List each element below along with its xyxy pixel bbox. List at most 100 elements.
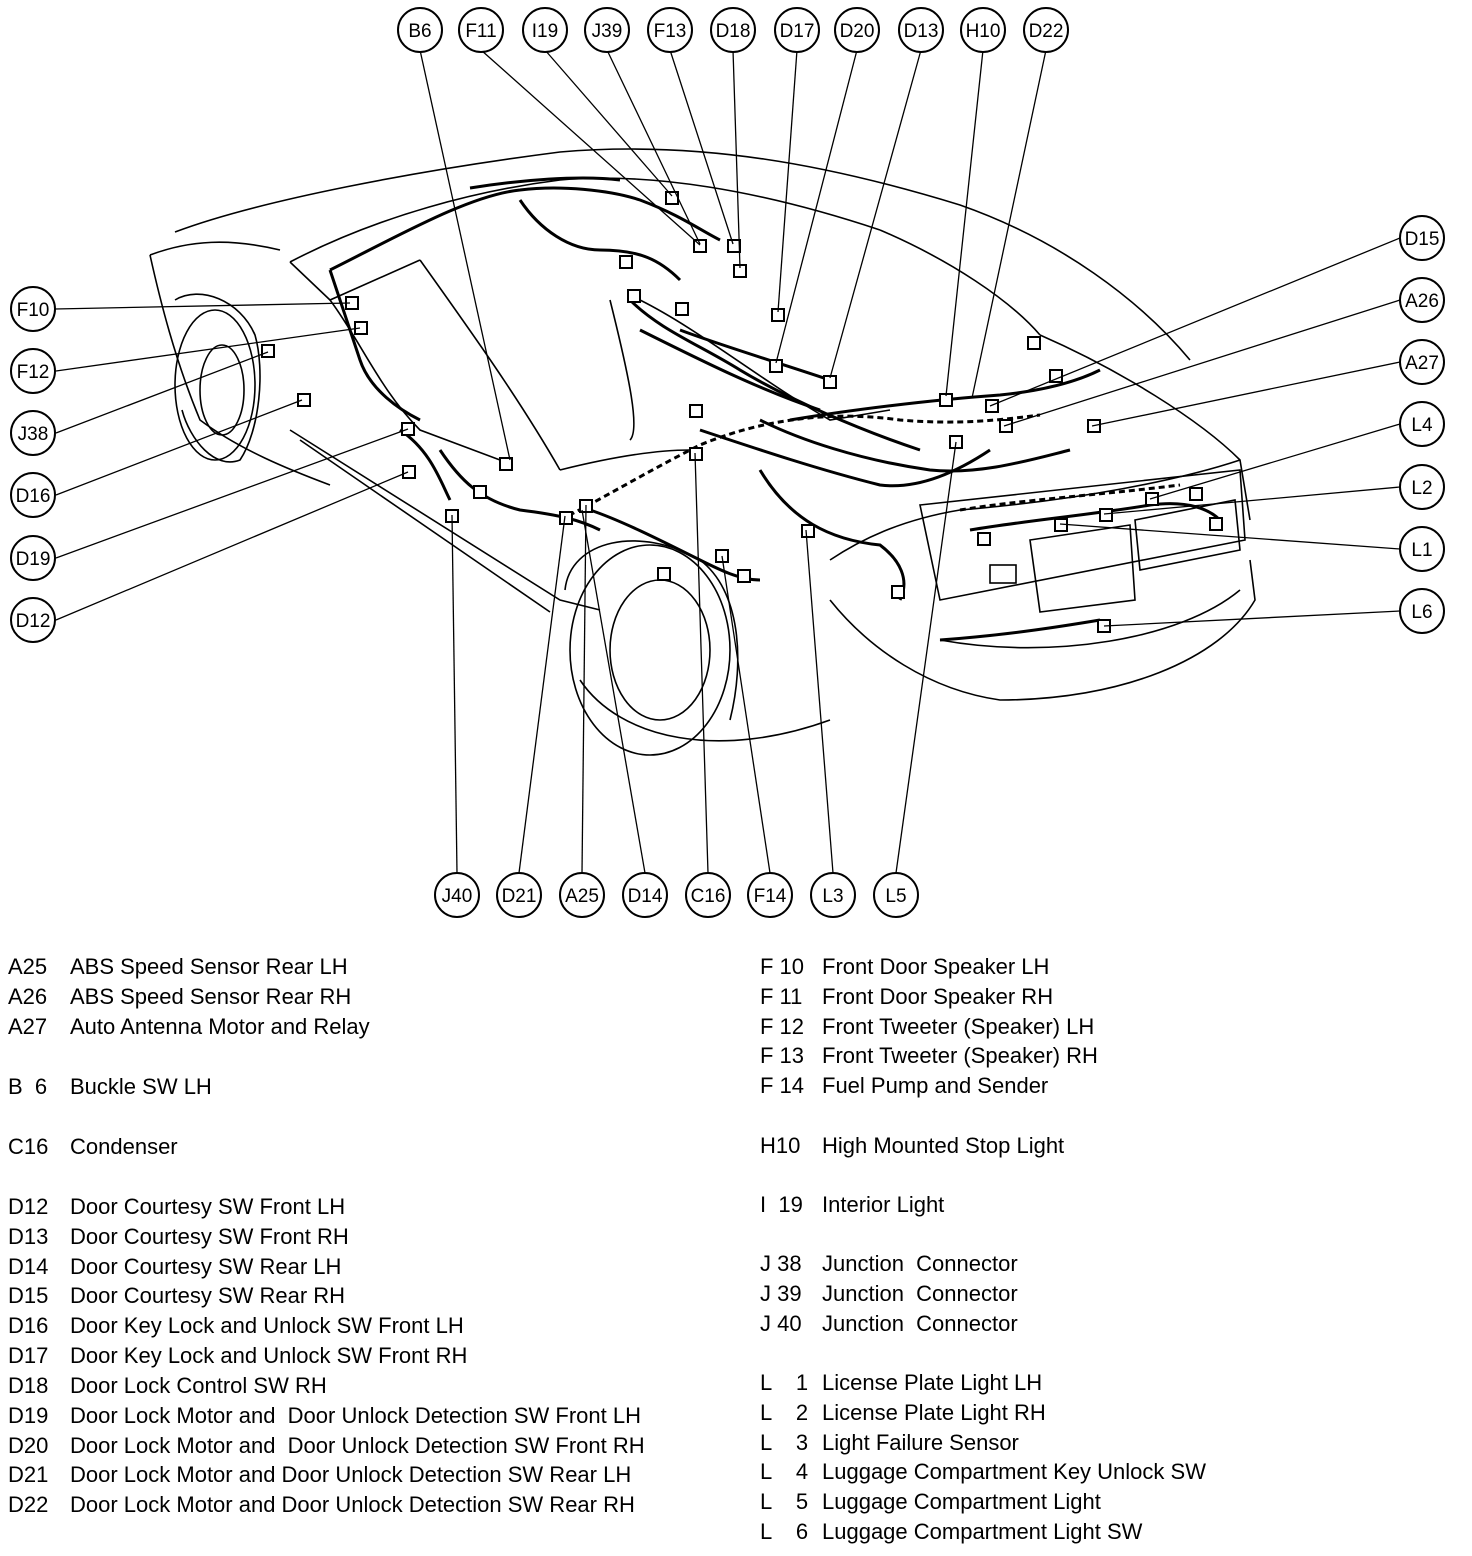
- legend-description: Door Key Lock and Unlock SW Front LH: [70, 1313, 464, 1338]
- callout-label-f11: F11: [465, 21, 496, 42]
- legend-description: Front Door Speaker RH: [822, 984, 1054, 1009]
- callout-label-d19: D19: [16, 549, 51, 570]
- legend-code: A25: [8, 954, 48, 979]
- callout-circle-i19: [522, 7, 568, 53]
- callout-circle-l5: [873, 872, 919, 918]
- callout-label-d12: D12: [16, 611, 51, 632]
- legend-description: Door Courtesy SW Front LH: [70, 1194, 346, 1219]
- callout-circle-f12: [10, 348, 56, 394]
- legend-code: L 3: [760, 1430, 809, 1455]
- legend-code: D12: [8, 1194, 49, 1219]
- legend-code: L 4: [760, 1459, 809, 1484]
- callout-label-h10: H10: [966, 21, 1001, 42]
- callout-circle-d17: [774, 7, 820, 53]
- wire-harness: [328, 176, 1222, 642]
- legend-description: License Plate Light LH: [822, 1370, 1043, 1395]
- callout-label-d16: D16: [16, 486, 51, 507]
- legend-right-column: F 10 Front Door Speaker LH F 11 Front Door …: [760, 952, 1460, 1552]
- callout-circle-a27: [1399, 339, 1445, 385]
- callout-label-f14: F14: [754, 886, 787, 907]
- legend-code: D20: [8, 1433, 49, 1458]
- legend-description: Door Lock Control SW RH: [70, 1373, 327, 1398]
- callout-circle-f13: [647, 7, 693, 53]
- callout-label-b6: B6: [408, 21, 431, 42]
- callout-label-f13: F13: [654, 21, 687, 42]
- legend-description: Junction Connector: [822, 1251, 1018, 1276]
- legend-description: Luggage Compartment Light: [822, 1489, 1101, 1514]
- callout-label-l3: L3: [822, 886, 843, 907]
- legend-code: L 1: [760, 1370, 809, 1395]
- legend-code: D19: [8, 1403, 49, 1428]
- legend-description: Junction Connector: [822, 1281, 1018, 1306]
- callout-label-i19: I19: [532, 21, 558, 42]
- leader-lines: [54, 49, 1401, 874]
- callout-label-l1: L1: [1411, 540, 1432, 561]
- callout-circle-d21: [496, 872, 542, 918]
- callout-circle-d15: [1399, 215, 1445, 261]
- legend-description: Door Lock Motor and Door Unlock Detectio…: [70, 1492, 635, 1517]
- legend-description: Door Courtesy SW Rear LH: [70, 1254, 342, 1279]
- legend-code: J 40: [760, 1311, 802, 1336]
- legend-code: D17: [8, 1343, 49, 1368]
- callout-circle-f14: [747, 872, 793, 918]
- callout-circle-a25: [559, 872, 605, 918]
- legend-description: Fuel Pump and Sender: [822, 1073, 1049, 1098]
- legend-description: Door Lock Motor and Door Unlock Detectio…: [70, 1433, 645, 1458]
- legend-description: Door Courtesy SW Rear RH: [70, 1283, 346, 1308]
- legend-description: Luggage Compartment Light SW: [822, 1519, 1143, 1544]
- legend-code: B 6: [8, 1074, 48, 1099]
- callout-circle-d19: [10, 535, 56, 581]
- callout-label-j38: J38: [18, 424, 49, 445]
- callout-circle-d14: [622, 872, 668, 918]
- callout-label-l5: L5: [885, 886, 906, 907]
- callout-circle-d13: [898, 7, 944, 53]
- legend-code: F 10: [760, 954, 805, 979]
- legend-code: J 39: [760, 1281, 802, 1306]
- legend-description: ABS Speed Sensor Rear LH: [70, 954, 348, 979]
- callout-circle-j39: [584, 7, 630, 53]
- legend-description: Front Tweeter (Speaker) RH: [822, 1043, 1098, 1068]
- callout-circle-d18: [710, 7, 756, 53]
- wiring-harness-diagram: B6F11I19J39F13D18D17D20D13H10D22F10F12J3…: [10, 7, 1445, 918]
- callout-circle-f11: [458, 7, 504, 53]
- callout-label-j39: J39: [592, 21, 623, 42]
- callout-circle-d16: [10, 472, 56, 518]
- callout-label-l2: L2: [1411, 478, 1432, 499]
- legend-code: F 11: [760, 984, 803, 1009]
- legend-code: C16: [8, 1134, 49, 1159]
- legend-code: D15: [8, 1283, 49, 1308]
- legend-description: Condenser: [70, 1134, 178, 1159]
- legend-code: A26: [8, 984, 48, 1009]
- legend-code: D21: [8, 1462, 49, 1487]
- legend-code: D13: [8, 1224, 49, 1249]
- callout-label-d18: D18: [716, 21, 751, 42]
- callout-circle-l6: [1399, 588, 1445, 634]
- legend-code: L 6: [760, 1519, 809, 1544]
- callout-label-f10: F10: [17, 300, 50, 321]
- legend-code: I 19: [760, 1192, 803, 1217]
- legend-code: A27: [8, 1014, 48, 1039]
- callout-label-l6: L6: [1411, 602, 1432, 623]
- legend-code: L 2: [760, 1400, 809, 1425]
- legend-description: Door Courtesy SW Front RH: [70, 1224, 349, 1249]
- legend-description: Front Tweeter (Speaker) LH: [822, 1014, 1095, 1039]
- legend-code: J 38: [760, 1251, 802, 1276]
- legend-description: Junction Connector: [822, 1311, 1018, 1336]
- callout-label-d14: D14: [628, 886, 663, 907]
- callout-label-f12: F12: [17, 362, 50, 383]
- callout-label-d13: D13: [904, 21, 939, 42]
- callout-circle-l2: [1399, 464, 1445, 510]
- callout-circle-j38: [10, 410, 56, 456]
- legend-code: H10: [760, 1133, 801, 1158]
- legend-description: High Mounted Stop Light: [822, 1133, 1065, 1158]
- callout-label-c16: C16: [691, 886, 726, 907]
- legend-description: Front Door Speaker LH: [822, 954, 1050, 979]
- legend-code: D18: [8, 1373, 49, 1398]
- legend-description: License Plate Light RH: [822, 1400, 1046, 1425]
- callout-circle-l3: [810, 872, 856, 918]
- callout-circle-c16: [685, 872, 731, 918]
- callout-circle-d20: [834, 7, 880, 53]
- legend-code: D22: [8, 1492, 49, 1517]
- legend-code: F 12: [760, 1014, 805, 1039]
